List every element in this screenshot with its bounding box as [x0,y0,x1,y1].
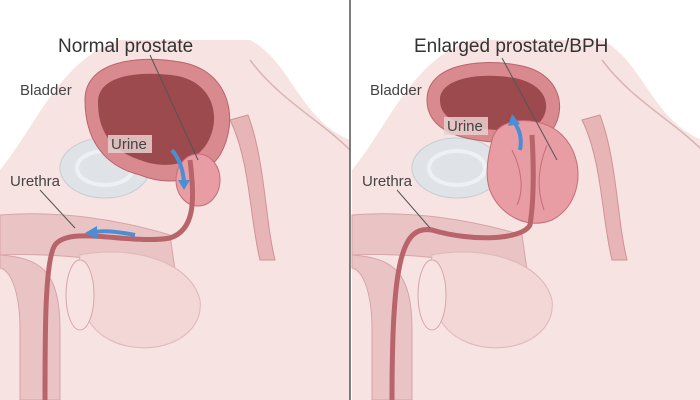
prostate-shape [175,153,221,207]
bladder-label: Bladder [20,82,72,99]
urine-label: Urine [111,136,147,153]
panel-title: Normal prostate [58,36,193,57]
urine-label: Urine [447,118,483,135]
urethra-label: Urethra [10,173,61,190]
panel-title: Enlarged prostate/BPH [414,36,608,57]
enlarged-prostate-panel: Enlarged prostate/BPH Bladder Urine Uret… [350,36,700,400]
normal-prostate-panel: Normal prostate Bladder Urine Urethra [0,36,352,400]
urethra-flow-arrow [94,229,136,237]
bladder-label: Bladder [370,82,422,99]
urethra-path [42,159,196,400]
urine-flow-arrow [170,148,186,183]
urethra-label: Urethra [362,173,413,190]
